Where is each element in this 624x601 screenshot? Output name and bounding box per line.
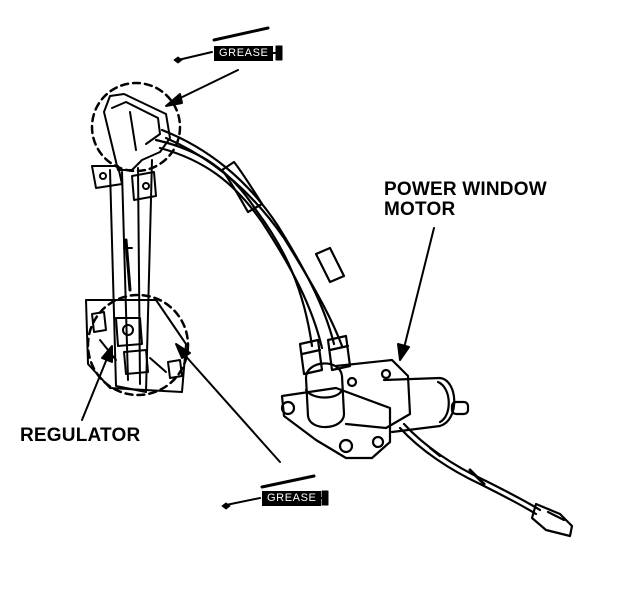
regulator-rail (85, 93, 187, 393)
motor-label-line-2: MOTOR (384, 198, 456, 220)
motor-label-line-1: POWER WINDOW (384, 179, 547, 200)
leader-arrows (81, 69, 435, 463)
regulator-cables (154, 128, 352, 376)
power-window-motor (280, 358, 574, 538)
power-window-motor-label: POWER WINDOW MOTOR (384, 180, 547, 220)
regulator-label: REGULATOR (20, 425, 141, 446)
grease-tube-top-icon (173, 26, 283, 64)
grease-label-bottom: GREASE (262, 491, 322, 506)
grease-label-top: GREASE (214, 46, 274, 61)
